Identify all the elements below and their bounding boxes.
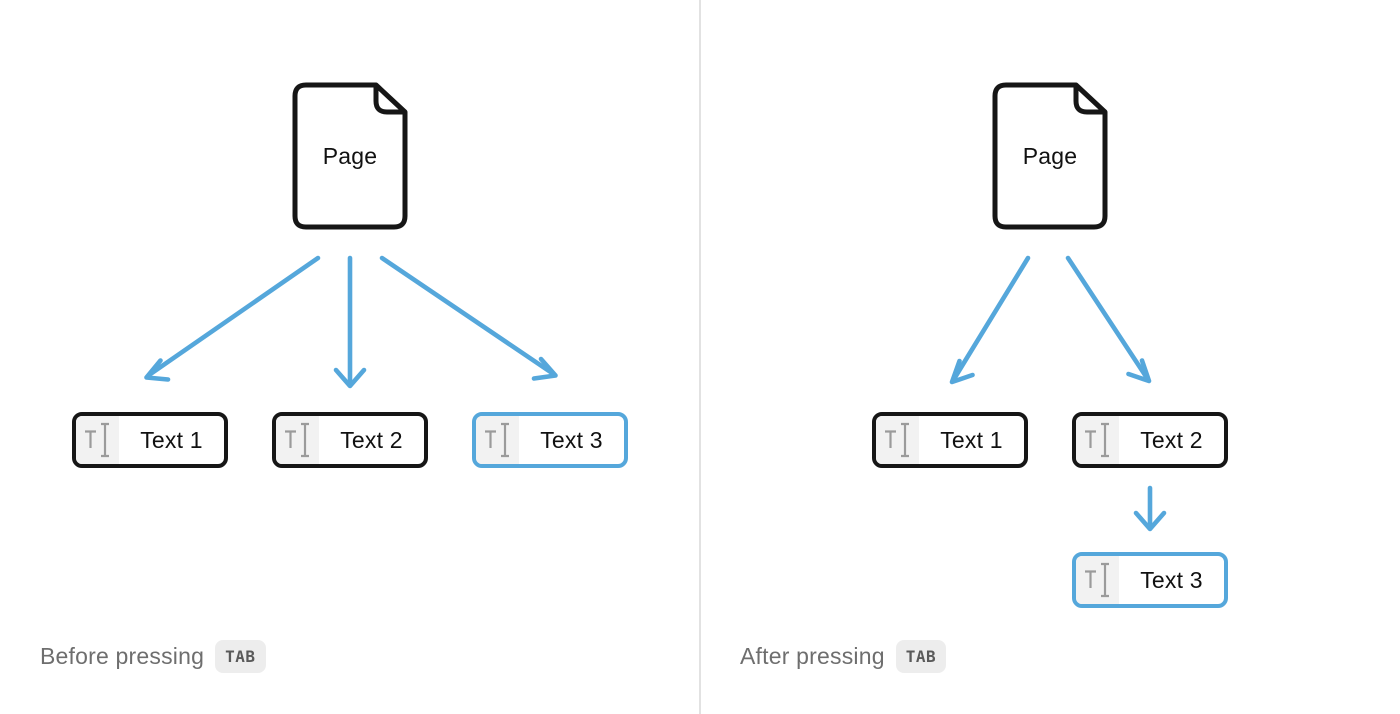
tab-key-badge: TAB <box>895 639 947 673</box>
text-block-2-before: Text 2 <box>272 412 428 468</box>
text-block-label: Text 1 <box>940 426 1003 453</box>
text-block-label: Text 3 <box>540 426 603 453</box>
arrow-page-to-text1-after <box>949 255 1031 385</box>
text-block-3-after-highlighted-indented: Text 3 <box>1072 552 1228 608</box>
caption-text: Before pressing <box>40 642 205 669</box>
arrow-page-to-text2-before <box>333 255 367 389</box>
text-block-label: Text 2 <box>1140 426 1203 453</box>
text-cursor-icon <box>876 416 919 464</box>
text-cursor-icon <box>76 416 119 464</box>
panel-divider <box>699 0 701 714</box>
text-cursor-icon <box>276 416 319 464</box>
caption-after: After pressing TAB <box>740 638 947 674</box>
page-document-icon <box>292 82 408 230</box>
page-label: Page <box>322 142 378 169</box>
page-icon: Page <box>992 82 1108 230</box>
arrow-page-to-text2-after <box>1065 255 1152 384</box>
text-block-1-before: Text 1 <box>72 412 228 468</box>
page-icon: Page <box>292 82 408 230</box>
text-cursor-icon <box>1076 416 1119 464</box>
page-document-icon <box>992 82 1108 230</box>
text-block-1-after: Text 1 <box>872 412 1028 468</box>
tab-key-badge: TAB <box>215 639 266 673</box>
arrow-text2-to-text3-after <box>1133 485 1167 532</box>
arrow-page-to-text1-before <box>144 255 321 382</box>
text-block-label: Text 2 <box>340 426 403 453</box>
text-cursor-icon <box>1076 556 1119 604</box>
caption-before: Before pressing TAB <box>40 638 266 674</box>
text-block-label: Text 3 <box>1140 566 1203 593</box>
text-block-label: Text 1 <box>140 426 203 453</box>
page-label: Page <box>1022 142 1078 169</box>
text-block-3-before-highlighted: Text 3 <box>472 412 628 468</box>
arrow-page-to-text3-before <box>379 255 558 381</box>
text-block-2-after: Text 2 <box>1072 412 1228 468</box>
text-cursor-icon <box>476 416 519 464</box>
caption-text: After pressing <box>740 642 885 669</box>
